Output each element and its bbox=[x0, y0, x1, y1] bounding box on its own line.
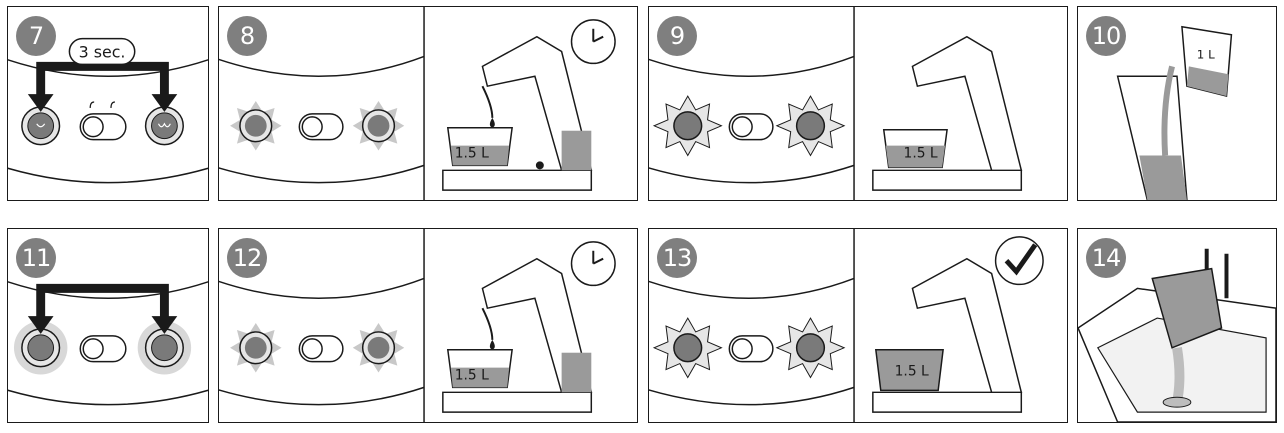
water-tank bbox=[1151, 267, 1223, 349]
step-13-badge: 13 bbox=[657, 238, 697, 278]
jug-label: 1 L bbox=[1197, 47, 1215, 61]
step-14-badge: 14 bbox=[1086, 238, 1126, 278]
stopwatch-icon bbox=[570, 19, 616, 65]
arrow-down-icon bbox=[27, 283, 178, 334]
svg-text:1.5 L: 1.5 L bbox=[455, 367, 489, 383]
step-12-drawing: 1.5 L bbox=[219, 229, 616, 422]
step-11-badge: 11 bbox=[16, 238, 56, 278]
step-10-drawing: 1 L bbox=[1116, 25, 1233, 200]
droplet-icon bbox=[489, 117, 495, 128]
step-11-drawing bbox=[8, 281, 208, 406]
step-9-panel: 9 1.5 L bbox=[648, 6, 1068, 201]
step-7-badge: 7 bbox=[16, 16, 56, 56]
bowl-volume-label: 1.5 L bbox=[455, 145, 489, 161]
step-12-badge: 12 bbox=[227, 238, 267, 278]
checkmark-icon bbox=[994, 236, 1044, 286]
step-14-panel: 14 bbox=[1077, 228, 1277, 423]
svg-text:1.5 L: 1.5 L bbox=[904, 145, 938, 161]
step-13-drawing: 1.5 L bbox=[649, 229, 1044, 422]
step-8-drawing: 1.5 L bbox=[219, 7, 616, 200]
step-14-drawing bbox=[1078, 248, 1276, 422]
step-8-panel: 8 1.5 L bbox=[218, 6, 638, 201]
step-7-drawing: 3 sec. bbox=[8, 37, 208, 184]
step-10-panel: 10 1 L bbox=[1077, 6, 1277, 201]
step-9-drawing: 1.5 L bbox=[649, 7, 1023, 200]
stopwatch-icon bbox=[570, 241, 616, 287]
step-7-panel: 7 3 sec. bbox=[7, 6, 209, 201]
arrow-down-icon bbox=[27, 61, 178, 112]
step-8-badge: 8 bbox=[227, 16, 267, 56]
step-9-badge: 9 bbox=[657, 16, 697, 56]
fan-icon bbox=[535, 161, 544, 170]
step-12-panel: 12 1.5 L bbox=[218, 228, 638, 423]
timer-label: 3 sec. bbox=[79, 42, 126, 61]
step-10-badge: 10 bbox=[1086, 16, 1126, 56]
svg-text:1.5 L: 1.5 L bbox=[895, 363, 929, 379]
step-11-panel: 11 bbox=[7, 228, 209, 423]
droplet-icon bbox=[489, 339, 495, 350]
step-13-panel: 13 1.5 L bbox=[648, 228, 1068, 423]
